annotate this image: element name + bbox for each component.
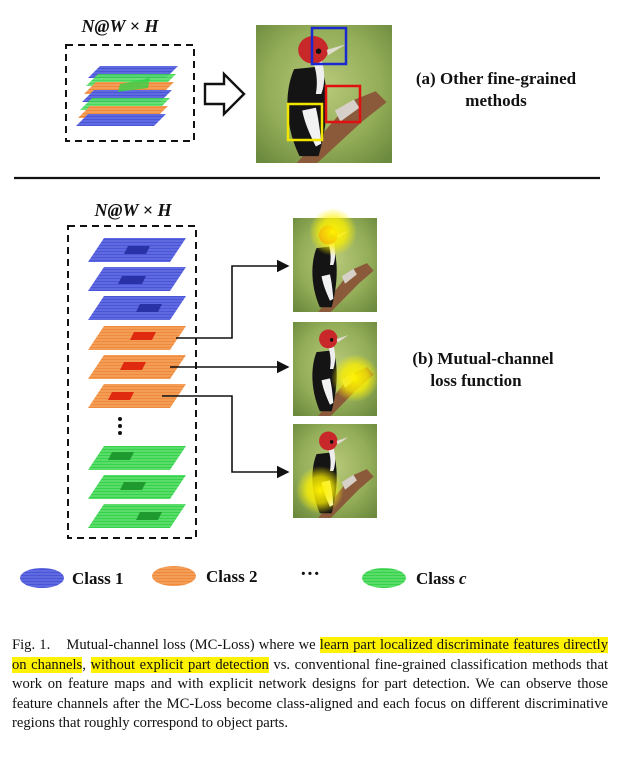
panel-b-label-line2: loss function bbox=[430, 371, 522, 390]
detection-box-yellow bbox=[286, 102, 324, 142]
legend-label-classc-var: c bbox=[459, 569, 467, 588]
panel-b-green-channels bbox=[88, 446, 186, 528]
figure-caption: Fig. 1. Mutual-channel loss (MC-Loss) wh… bbox=[12, 636, 608, 734]
detection-box-red bbox=[324, 84, 362, 124]
legend-swatch-class1 bbox=[20, 568, 64, 588]
connector-arrow-1 bbox=[176, 259, 290, 339]
panel-b-dimension-label: N@W × H bbox=[94, 200, 173, 220]
panel-b-ellipsis-dots bbox=[118, 417, 122, 435]
attention-photo-wing bbox=[293, 322, 379, 416]
panel-b-stack-frame bbox=[67, 225, 197, 539]
caption-part1: Mutual-channel loss (MC-Loss) where we bbox=[66, 637, 320, 653]
panel-b-blue-channels bbox=[88, 238, 186, 320]
legend-label-classc: Class c bbox=[416, 569, 467, 588]
legend-label-class2: Class 2 bbox=[206, 567, 257, 586]
panel-b-label-line1: (b) Mutual-channel bbox=[412, 349, 553, 368]
legend-ellipsis: ··· bbox=[300, 563, 320, 585]
attention-photo-tail bbox=[293, 424, 377, 518]
panel-a-dimension-label: N@W × H bbox=[81, 16, 160, 36]
caption-label: Fig. 1. bbox=[12, 637, 51, 653]
legend-swatch-classc bbox=[362, 568, 406, 588]
panel-a-arrow-icon bbox=[203, 71, 246, 117]
legend-swatch-class2 bbox=[152, 566, 196, 586]
legend-label-class1: Class 1 bbox=[72, 569, 123, 588]
caption-highlight-2: without explicit part detection bbox=[90, 656, 269, 673]
caption-part3: vs. conventional fine-grained classifica… bbox=[12, 656, 608, 732]
panel-a-label-line2: methods bbox=[465, 91, 527, 110]
figure-illustration: N@W × H (a) Other fine-grained methods N… bbox=[14, 16, 600, 588]
caption-part2: , bbox=[82, 656, 91, 673]
connector-arrow-3 bbox=[162, 395, 290, 479]
legend: Class 1 Class 2 ··· Class c bbox=[20, 563, 467, 588]
legend-label-classc-prefix: Class bbox=[416, 569, 459, 588]
detection-box-blue bbox=[310, 26, 348, 66]
panel-a-stack-frame bbox=[65, 44, 195, 142]
panel-a-bird-photo bbox=[256, 25, 392, 163]
panel-a-feature-stack bbox=[76, 66, 178, 126]
panel-b-orange-channels bbox=[88, 326, 186, 408]
attention-photo-head bbox=[293, 208, 377, 312]
panel-a-label-line1: (a) Other fine-grained bbox=[416, 69, 577, 88]
